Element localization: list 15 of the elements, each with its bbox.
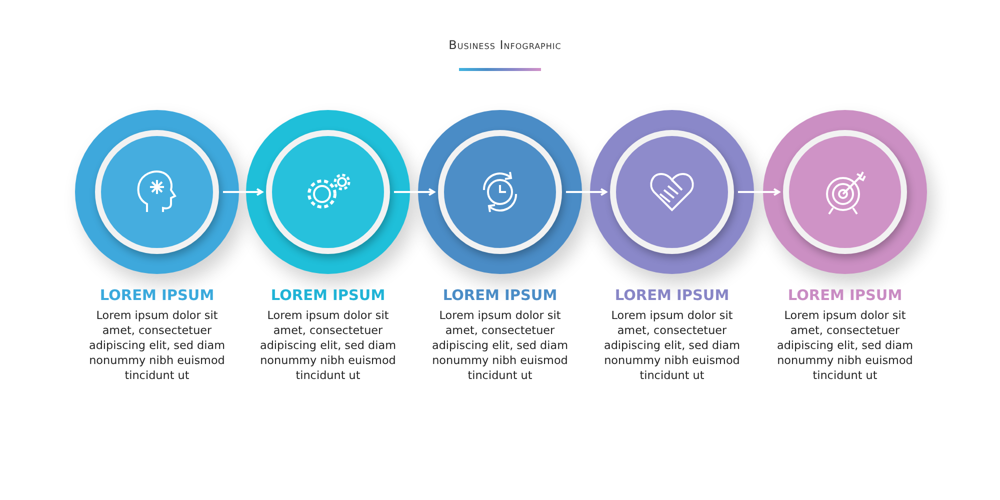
arrow bbox=[738, 188, 780, 196]
step-heading: LOREM IPSUM bbox=[442, 288, 558, 304]
step-description: Lorem ipsum dolor sit amet, consectetuer adipiscing elit, sed diam nonummy nibh euismod tincidunt ut bbox=[88, 308, 226, 383]
step-heading: LOREM IPSUM bbox=[98, 288, 216, 304]
step-heading: LOREM IPSUM bbox=[786, 288, 904, 304]
step-description: Lorem ipsum dolor sit amet, consectetuer adipiscing elit, sed diam nonummy nibh euismod tincidunt ut bbox=[776, 308, 914, 383]
arrow bbox=[566, 188, 607, 196]
arrow bbox=[223, 188, 263, 196]
title: Business Infographic bbox=[448, 38, 562, 52]
step-heading: LOREM IPSUM bbox=[270, 288, 386, 304]
step-description: Lorem ipsum dolor sit amet, consectetuer adipiscing elit, sed diam nonummy nibh euismod tincidunt ut bbox=[258, 308, 398, 383]
step-heading: LOREM IPSUM bbox=[614, 288, 730, 304]
arrow bbox=[394, 188, 435, 196]
step-description: Lorem ipsum dolor sit amet, consectetuer adipiscing elit, sed diam nonummy nibh euismod tincidunt ut bbox=[430, 308, 570, 383]
step-description: Lorem ipsum dolor sit amet, consectetuer adipiscing elit, sed diam nonummy nibh euismod tincidunt ut bbox=[602, 308, 742, 383]
